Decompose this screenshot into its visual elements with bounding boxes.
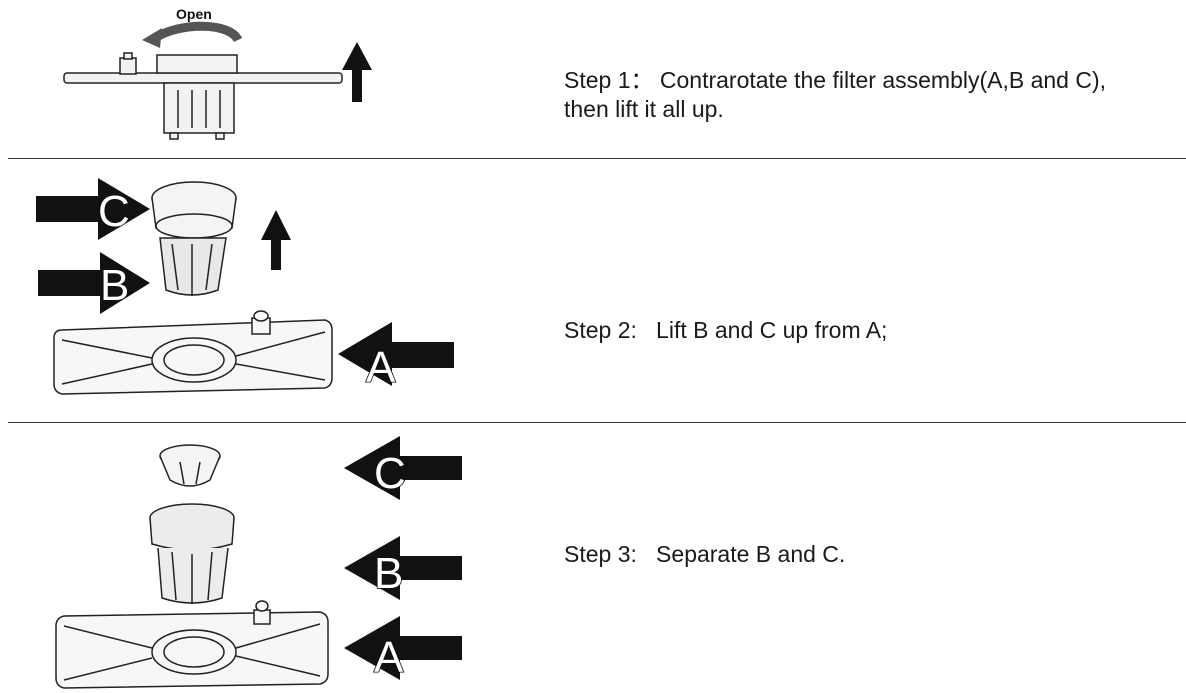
section-divider — [8, 158, 1186, 159]
filter-b-illustration — [159, 237, 227, 296]
label-a: A — [366, 343, 396, 392]
rotate-arrow-icon — [142, 21, 243, 48]
section-divider — [8, 422, 1186, 423]
right-arrow-icon — [36, 178, 150, 240]
label-b: B — [100, 261, 129, 310]
left-arrow-icon — [344, 616, 462, 680]
filter-a-illustration — [53, 310, 333, 395]
label-a: A — [374, 633, 404, 682]
right-arrow-icon — [38, 252, 150, 314]
open-label: Open — [176, 6, 212, 22]
filter-assembly-side-view — [63, 52, 343, 140]
left-arrow-icon — [344, 436, 462, 500]
step1-line1: Step 1： Contrarotate the filter assembly… — [564, 67, 1107, 93]
label-c: C — [374, 449, 406, 498]
up-arrow-icon — [342, 42, 372, 102]
filter-a-illustration — [55, 600, 329, 689]
step3-text: Step 3: Separate B and C. — [564, 541, 846, 567]
step1-text: Step 1： Contrarotate the filter assembly… — [564, 66, 1106, 124]
filter-b-illustration — [149, 503, 235, 604]
label-c: C — [98, 187, 130, 236]
filter-c-illustration — [151, 181, 237, 239]
step1-line2: then lift it all up. — [564, 96, 724, 122]
up-arrow-icon — [261, 210, 291, 270]
step2-text: Step 2: Lift B and C up from A; — [564, 317, 888, 343]
filter-c-illustration — [159, 444, 221, 487]
left-arrow-icon — [338, 322, 454, 386]
left-arrow-icon — [344, 536, 462, 600]
label-b: B — [374, 549, 403, 598]
